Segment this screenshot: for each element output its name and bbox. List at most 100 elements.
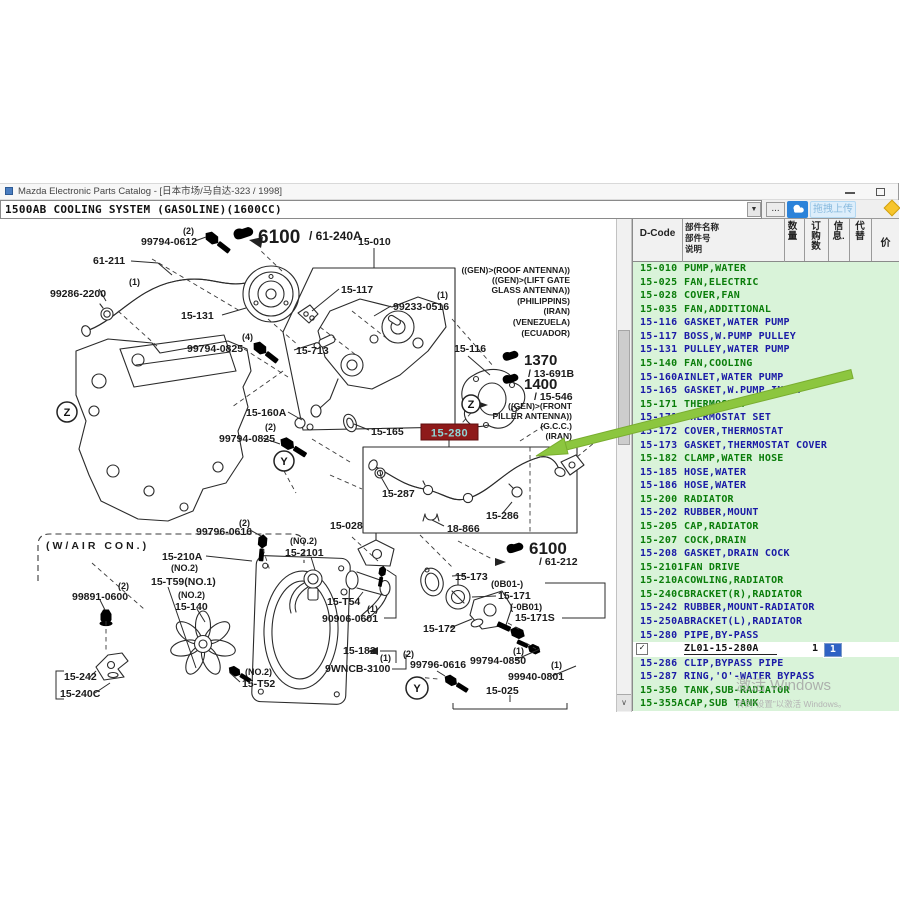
part-row[interactable]: 15-025 FAN,ELECTRIC	[633, 276, 899, 290]
diagram-label: PILLER ANTENNA))	[493, 411, 573, 421]
part-code: 15-207	[640, 534, 678, 546]
netdisk-button[interactable]	[787, 201, 808, 218]
row-checkbox[interactable]: ✓	[636, 643, 648, 656]
part-name: CAP,SUB TANK	[684, 698, 759, 710]
diagram-label: / 13-691B	[528, 368, 575, 380]
part-code: 15-035	[640, 303, 678, 315]
scrollbar-down-arrow-icon[interactable]: ∨	[617, 694, 631, 711]
restore-button[interactable]	[876, 188, 885, 196]
diagram-label: 6100	[258, 227, 300, 248]
diagram-label: (2)	[118, 581, 129, 591]
diagram-label: 99940-0801	[508, 671, 564, 683]
scrollbar-thumb[interactable]	[618, 330, 630, 445]
part-row[interactable]: 15-035 FAN,ADDITIONAL	[633, 303, 899, 317]
part-name: CLAMP,WATER HOSE	[684, 453, 784, 465]
diagram-scrollbar[interactable]	[616, 219, 632, 712]
callout-y: Y	[273, 450, 295, 472]
engine-block-drawing	[75, 334, 252, 522]
diagram-label: (IRAN)	[544, 306, 571, 316]
part-row[interactable]: 15-185 HOSE,WATER	[633, 466, 899, 480]
diagram-label: 1400	[524, 376, 557, 393]
part-name: HOSE,WATER	[684, 466, 747, 478]
diagram-label: / 61-212	[539, 556, 578, 568]
pump-boss-drawing	[297, 304, 319, 324]
col-header-qty: 数量	[781, 219, 805, 261]
diagram-label: 99891-0600	[72, 591, 128, 603]
svg-text:Z: Z	[468, 399, 475, 411]
diagram-label: 15-028	[330, 520, 363, 532]
diagram-label: 99233-0516	[393, 301, 449, 313]
part-name: COWLING,RADIATOR	[684, 575, 784, 587]
part-name: INLET,WATER PUMP	[684, 371, 784, 383]
diagram-label: 15-240C	[60, 688, 101, 700]
part-name: GASKET,WATER PUMP	[684, 317, 790, 329]
diagram-label: (NO.2)	[178, 590, 205, 600]
drag-upload-button[interactable]: 拖拽上传	[810, 201, 856, 218]
svg-text:Z: Z	[64, 407, 71, 419]
part-name: BRACKET(L),RADIATOR	[684, 616, 803, 628]
part-code: 15-250A	[640, 616, 684, 628]
part-code: 15-240C	[640, 588, 684, 600]
part-name: FAN,ELECTRIC	[684, 276, 759, 288]
part-code: 15-186	[640, 480, 678, 492]
diagram-label: (1)	[551, 660, 562, 670]
part-name: FAN,ADDITIONAL	[684, 303, 772, 315]
fan-drawing	[170, 610, 236, 675]
more-button[interactable]: ...	[766, 202, 785, 217]
part-code: 15-171S	[640, 412, 684, 424]
pulley-drawing	[242, 265, 300, 323]
diagram-label: ((GEN)>(FRONT	[508, 401, 573, 411]
catalog-section-select[interactable]: 1500AB COOLING SYSTEM (GASOLINE)(1600CC)	[0, 200, 762, 219]
fan-drive-drawing	[289, 569, 323, 614]
order-qty-input[interactable]: 1	[823, 642, 843, 659]
diagram-label: 99794-0825	[187, 343, 243, 355]
col-header-order: 订购数	[804, 219, 829, 261]
diagram-label: (NO.2)	[171, 563, 198, 573]
part-highlight-chip[interactable]: 15-280	[420, 423, 479, 441]
chevron-down-icon[interactable]: ▼	[747, 202, 761, 217]
diagram-label: 15-171S	[515, 612, 555, 624]
diagram-label: 15-T52	[242, 678, 275, 690]
part-code: 15-025	[640, 276, 678, 288]
minimize-button[interactable]	[845, 192, 855, 194]
part-code: 15-185	[640, 466, 678, 478]
part-code: 15-350	[640, 684, 678, 696]
qty-value: 1	[812, 643, 819, 655]
part-name: PIPE,BY-PASS	[684, 629, 759, 641]
part-code: 15-286	[640, 657, 678, 669]
water-pump-box	[282, 267, 456, 431]
part-code: 15-355A	[640, 698, 684, 710]
col-header-price: 价	[880, 238, 891, 249]
